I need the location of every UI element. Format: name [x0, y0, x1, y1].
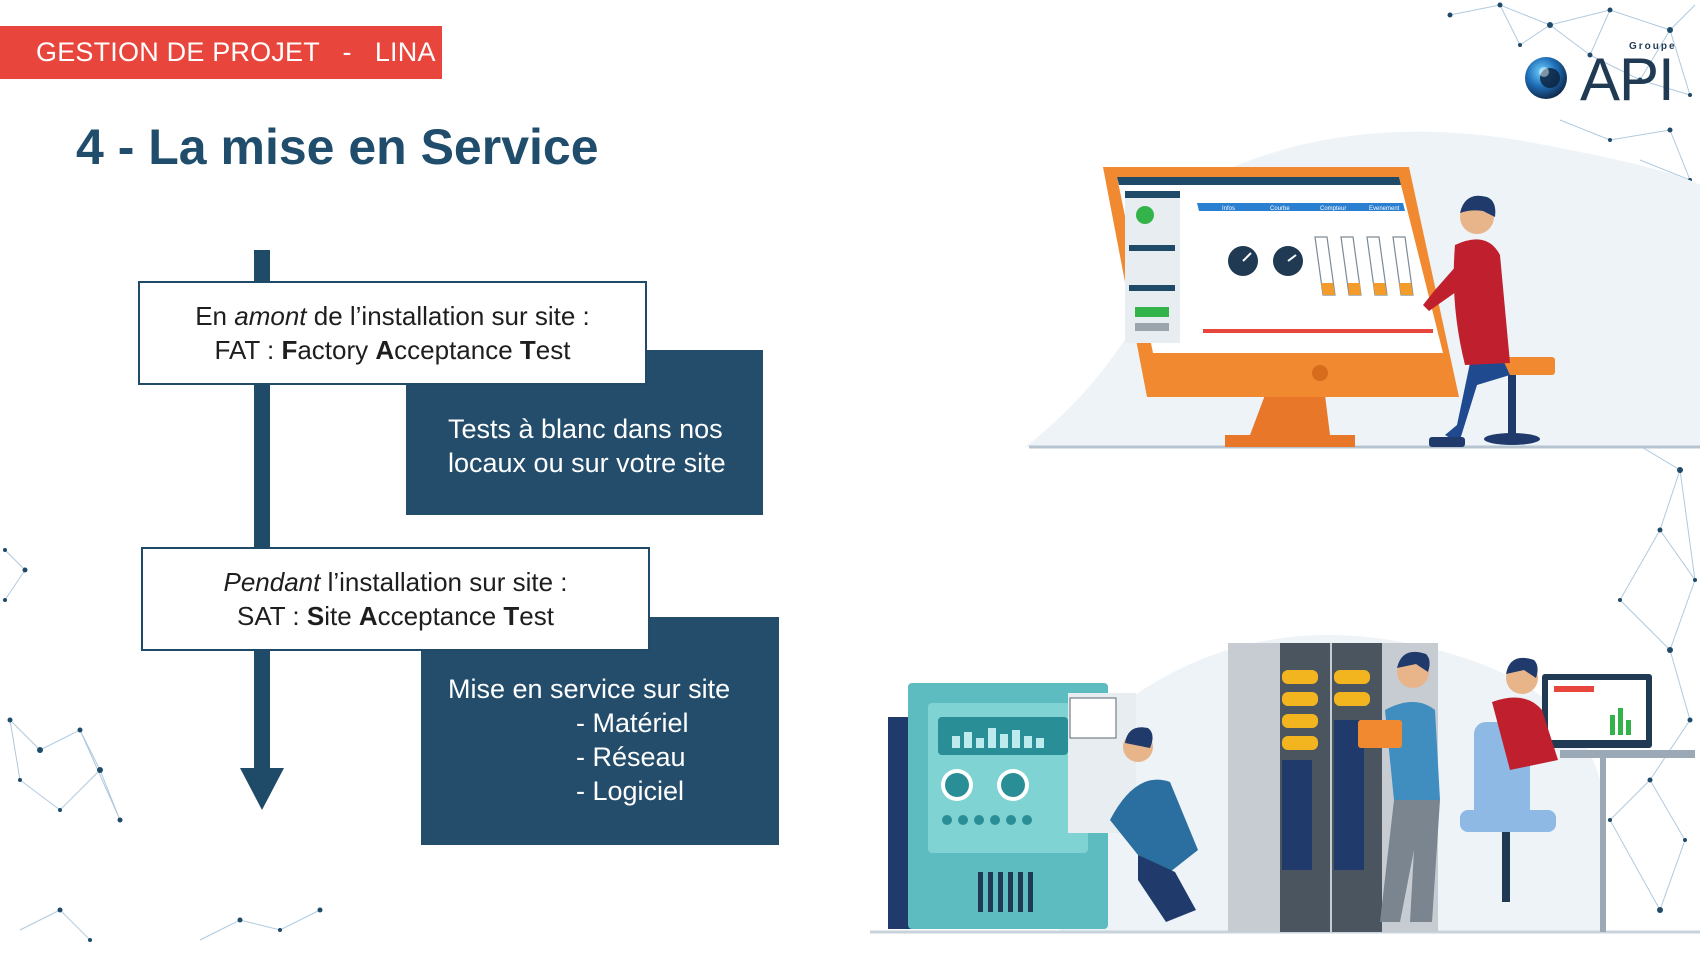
globe-logo-icon: [1525, 57, 1567, 99]
sat-intro-line: Pendant l’installation sur site :: [223, 567, 568, 597]
sat-info-heading: Mise en service sur site: [448, 674, 731, 704]
hmi-tab-label: Compteur: [1320, 206, 1346, 212]
sat-info-item: - Matériel: [576, 708, 689, 738]
sat-info-item: - Réseau: [576, 742, 686, 772]
server-room-illustration: [870, 635, 1700, 934]
course-header-badge: GESTION DE PROJET - LINA: [0, 26, 442, 79]
sat-step-box: Pendant l’installation sur site : SAT : …: [141, 547, 650, 651]
sat-emphasis: Pendant: [223, 567, 321, 597]
sat-info-item: - Logiciel: [576, 776, 685, 806]
network-decoration-top-right: [1447, 2, 1696, 182]
timeline-arrowhead-icon: [240, 768, 284, 810]
fat-step-box: En amont de l’installation sur site : FA…: [138, 281, 647, 385]
hmi-tab-label: Evenement: [1369, 206, 1400, 212]
logo-groupe-text: Groupe: [1629, 41, 1677, 52]
groupe-api-logo: Groupe API: [1520, 40, 1680, 112]
fat-acronym-line: FAT : Factory Acceptance Test: [214, 335, 571, 365]
slide-title: 4 - La mise en Service: [76, 119, 599, 175]
sat-info-box: Mise en service sur site - Matériel - Ré…: [421, 617, 779, 845]
hmi-monitor-illustration: Infos Courbe Compteur Evenement: [1025, 131, 1700, 449]
sat-acronym-line: SAT : Site Acceptance Test: [237, 601, 554, 631]
fat-intro-line: En amont de l’installation sur site :: [195, 301, 590, 331]
network-decoration-right: [1608, 437, 1697, 913]
hmi-tab-label: Infos: [1222, 206, 1235, 212]
fat-info-line: locaux ou sur votre site: [448, 448, 726, 478]
fat-info-line: Tests à blanc dans nos: [448, 414, 723, 444]
hmi-tab-label: Courbe: [1270, 206, 1290, 212]
fat-emphasis: amont: [234, 301, 307, 331]
network-decoration-bottom-left: [3, 548, 323, 942]
logo-brand-text: API: [1580, 46, 1675, 113]
sat-info-list: - Matériel - Réseau - Logiciel: [448, 706, 779, 808]
